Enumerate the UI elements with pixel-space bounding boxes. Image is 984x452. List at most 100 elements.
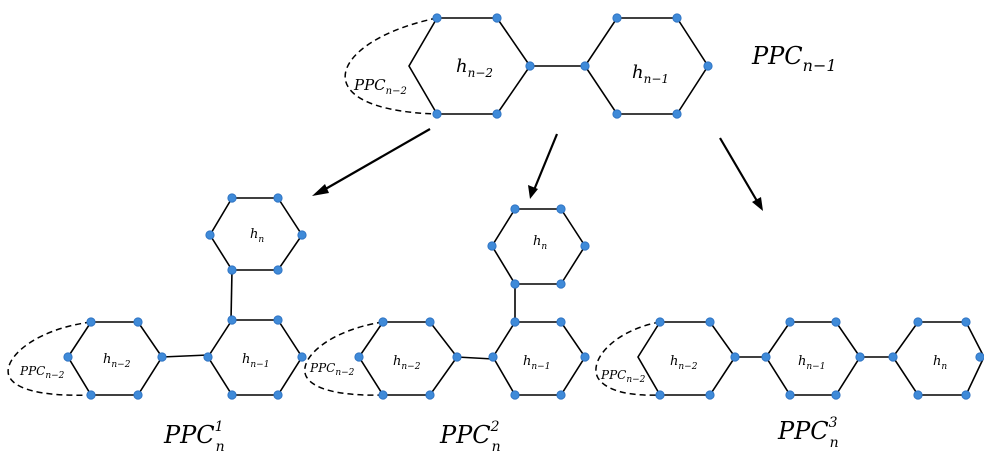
node <box>297 230 307 240</box>
ppc1-cluster-label: PPCn−2 <box>19 364 65 381</box>
top-structure: PPCn−2 hn−2 hn−1 PPCn−1 <box>344 13 837 119</box>
node <box>556 390 566 400</box>
node <box>354 352 364 362</box>
node <box>580 61 590 71</box>
node <box>273 315 283 325</box>
node <box>525 61 535 71</box>
top-hexagon-right <box>584 17 709 115</box>
ppc3-hex-a-label: hn−2 <box>670 354 698 372</box>
ppc2-hexagon-a <box>358 321 458 396</box>
node <box>510 390 520 400</box>
ppc2-hexagon-b <box>492 321 586 396</box>
node <box>510 204 520 214</box>
node <box>785 317 795 327</box>
arrowhead <box>312 184 329 196</box>
node <box>452 352 462 362</box>
ppc3-nodes <box>655 317 984 400</box>
node <box>492 13 502 23</box>
ppc1-hex-top-label: hn <box>250 227 264 245</box>
top-cluster-label: PPCn−2 <box>353 76 407 97</box>
node <box>556 204 566 214</box>
ppc1-edge-a-b <box>161 354 209 358</box>
node <box>913 390 923 400</box>
node <box>705 390 715 400</box>
node <box>888 352 898 362</box>
node <box>425 317 435 327</box>
node <box>961 390 971 400</box>
node <box>975 352 984 362</box>
node <box>205 230 215 240</box>
node <box>580 352 590 362</box>
ppc2-hex-a-label: hn−2 <box>393 354 421 372</box>
ppc2-nodes <box>354 204 590 400</box>
node <box>785 390 795 400</box>
node <box>378 390 388 400</box>
node <box>425 390 435 400</box>
node <box>86 390 96 400</box>
ppc2-hex-top-label: hn <box>533 234 547 252</box>
node <box>227 265 237 275</box>
node <box>227 193 237 203</box>
top-nodes <box>432 13 713 119</box>
ppc1-hexagon-a <box>67 321 163 396</box>
ppc1-edge-b-top <box>230 269 233 321</box>
node <box>580 241 590 251</box>
node <box>133 317 143 327</box>
node <box>432 13 442 23</box>
node <box>556 317 566 327</box>
top-hex-left-label: hn−2 <box>456 56 493 80</box>
arrowhead <box>528 185 538 199</box>
node <box>378 317 388 327</box>
node <box>730 352 740 362</box>
node <box>672 109 682 119</box>
node <box>227 390 237 400</box>
ppc3-cluster-label: PPCn−2 <box>600 368 646 385</box>
ppc3-hexagon-a <box>637 321 736 396</box>
top-title: PPCn−1 <box>751 42 837 75</box>
ppc3-hex-b-label: hn−1 <box>798 354 825 372</box>
node <box>655 317 665 327</box>
top-hex-right-label: hn−1 <box>632 62 669 86</box>
ppc2-hex-b-label: hn−1 <box>523 354 550 372</box>
node <box>761 352 771 362</box>
node <box>273 265 283 275</box>
node <box>703 61 713 71</box>
top-ppc-cluster-boundary <box>344 17 438 115</box>
ppc1-hex-a-label: hn−2 <box>103 352 131 370</box>
ppc3-hex-c-label: hn <box>933 354 947 372</box>
node <box>133 390 143 400</box>
node <box>612 109 622 119</box>
node <box>203 352 213 362</box>
ppc2-cluster-boundary <box>304 321 384 396</box>
node <box>961 317 971 327</box>
ppc3-cluster-boundary <box>595 321 661 396</box>
node <box>488 352 498 362</box>
arrow-to-ppc3 <box>719 137 758 202</box>
ppc1-cluster-boundary <box>7 321 92 396</box>
node <box>612 13 622 23</box>
node <box>913 317 923 327</box>
node <box>492 109 502 119</box>
node <box>655 390 665 400</box>
node <box>855 352 865 362</box>
node <box>86 317 96 327</box>
ppc1-hex-b-label: hn−1 <box>242 352 269 370</box>
node <box>297 352 307 362</box>
arrow-to-ppc2 <box>532 133 559 191</box>
node <box>157 352 167 362</box>
arrows <box>312 128 763 211</box>
ppc2-edge-a-b <box>456 356 494 360</box>
node <box>510 317 520 327</box>
node <box>487 241 497 251</box>
ppc1-hexagon-b <box>207 319 303 396</box>
arrowhead <box>752 197 763 211</box>
node <box>227 315 237 325</box>
arrow-to-ppc1 <box>321 128 431 192</box>
